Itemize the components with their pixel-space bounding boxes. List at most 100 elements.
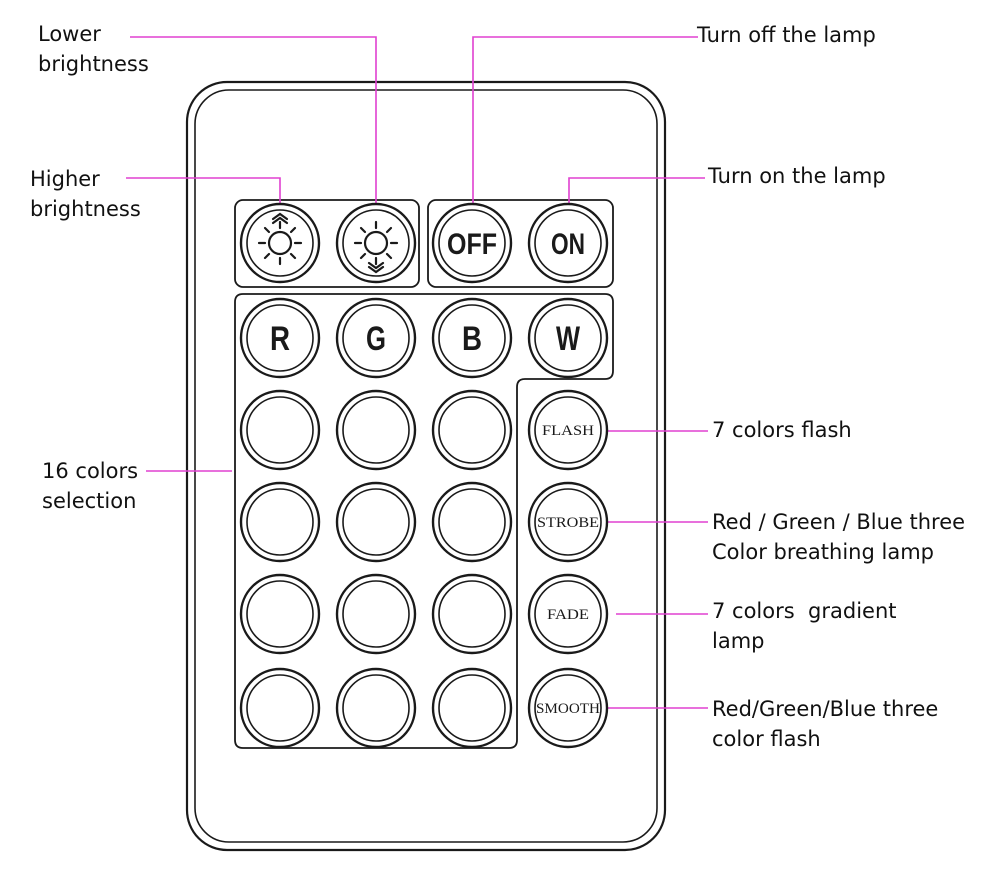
color-button-12[interactable] xyxy=(431,667,513,749)
flash-button[interactable]: FLASH xyxy=(527,389,609,471)
smooth-button-inner-ring xyxy=(534,674,602,742)
callout-lower-brightness: Lower brightness xyxy=(38,19,149,79)
color-button-7-inner-ring xyxy=(246,580,314,648)
color-button-1[interactable] xyxy=(239,389,321,471)
power-panel xyxy=(427,199,614,288)
leader-turn-off xyxy=(472,36,698,204)
callout-turn-on: Turn on the lamp xyxy=(708,161,886,191)
strobe-button-outer-ring xyxy=(527,481,609,563)
color-button-5-outer-ring xyxy=(335,481,417,563)
callout-lower-brightness-line-1: Lower xyxy=(38,22,101,46)
callout-smooth-line-2: color flash xyxy=(712,727,821,751)
color-button-4[interactable] xyxy=(239,481,321,563)
color-button-12-inner-ring xyxy=(438,674,506,742)
leader-turn-on xyxy=(568,177,705,204)
callout-turn-off-line-1: Turn off the lamp xyxy=(697,23,876,47)
color-button-3-inner-ring xyxy=(438,396,506,464)
brightness-down-inner-ring xyxy=(342,209,410,277)
r-button[interactable]: R xyxy=(239,297,321,379)
color-button-5[interactable] xyxy=(335,481,417,563)
callout-fade: 7 colors gradient lamp xyxy=(712,596,897,656)
off-button-outer-ring xyxy=(431,202,513,284)
off-button[interactable]: OFF xyxy=(431,202,513,284)
color-button-6-inner-ring xyxy=(438,488,506,556)
fade-button[interactable]: FADE xyxy=(527,573,609,655)
on-button-inner-ring xyxy=(534,209,602,277)
g-button-label: G xyxy=(366,320,386,358)
r-button-outer-ring xyxy=(239,297,321,379)
g-button-outer-ring xyxy=(335,297,417,379)
color-button-10[interactable] xyxy=(239,667,321,749)
callout-higher-brightness-line-2: brightness xyxy=(30,197,141,221)
color-button-9[interactable] xyxy=(431,573,513,655)
brightness-up-button[interactable] xyxy=(239,202,321,284)
fade-button-outer-ring xyxy=(527,573,609,655)
g-button-inner-ring xyxy=(342,304,410,372)
color-button-2-inner-ring xyxy=(342,396,410,464)
b-button[interactable]: B xyxy=(431,297,513,379)
r-button-label: R xyxy=(270,320,290,358)
callout-colors-selection-line-2: selection xyxy=(42,489,137,513)
on-button-outer-ring xyxy=(527,202,609,284)
off-button-label: OFF xyxy=(447,228,497,261)
b-button-inner-ring xyxy=(438,304,506,372)
brightness-down-outer-ring xyxy=(335,202,417,284)
callout-colors-selection-line-1: 16 colors xyxy=(42,459,139,483)
color-panel xyxy=(234,293,614,749)
remote-body xyxy=(185,80,667,852)
w-button[interactable]: W xyxy=(527,297,609,379)
color-button-4-outer-ring xyxy=(239,481,321,563)
color-button-8-inner-ring xyxy=(342,580,410,648)
color-button-10-inner-ring xyxy=(246,674,314,742)
flash-button-label: FLASH xyxy=(542,423,594,439)
color-button-1-outer-ring xyxy=(239,389,321,471)
flash-button-outer-ring xyxy=(527,389,609,471)
callout-higher-brightness-line-1: Higher xyxy=(30,167,100,191)
on-button[interactable]: ON xyxy=(527,202,609,284)
smooth-button-label: SMOOTH xyxy=(536,701,600,717)
color-button-5-inner-ring xyxy=(342,488,410,556)
b-button-outer-ring xyxy=(431,297,513,379)
color-button-6-outer-ring xyxy=(431,481,513,563)
color-button-1-inner-ring xyxy=(246,396,314,464)
callout-smooth-line-1: Red/Green/Blue three xyxy=(712,697,939,721)
color-button-8-outer-ring xyxy=(335,573,417,655)
smooth-button[interactable]: SMOOTH xyxy=(527,667,609,749)
color-button-9-outer-ring xyxy=(431,573,513,655)
w-button-outer-ring xyxy=(527,297,609,379)
color-button-8[interactable] xyxy=(335,573,417,655)
leader-lower-brightness xyxy=(130,36,377,204)
sun-arrows-down-icon xyxy=(353,220,399,274)
sun-arrows-up-icon xyxy=(257,212,303,266)
color-button-6[interactable] xyxy=(431,481,513,563)
smooth-button-outer-ring xyxy=(527,667,609,749)
color-button-7[interactable] xyxy=(239,573,321,655)
callout-fade-line-1: 7 colors gradient xyxy=(712,599,897,623)
strobe-button-label: STROBE xyxy=(537,515,599,531)
callout-fade-line-2: lamp xyxy=(712,629,765,653)
strobe-button[interactable]: STROBE xyxy=(527,481,609,563)
color-button-3-outer-ring xyxy=(431,389,513,471)
g-button[interactable]: G xyxy=(335,297,417,379)
color-button-11-outer-ring xyxy=(335,667,417,749)
color-button-2[interactable] xyxy=(335,389,417,471)
callout-strobe: Red / Green / Blue three Color breathing… xyxy=(712,507,965,567)
callout-lower-brightness-line-2: brightness xyxy=(38,52,149,76)
color-button-4-inner-ring xyxy=(246,488,314,556)
color-button-3[interactable] xyxy=(431,389,513,471)
fade-button-inner-ring xyxy=(534,580,602,648)
leader-lines xyxy=(126,36,708,709)
strobe-button-inner-ring xyxy=(534,488,602,556)
color-button-10-outer-ring xyxy=(239,667,321,749)
brightness-panel xyxy=(234,199,420,288)
flash-button-inner-ring xyxy=(534,396,602,464)
b-button-label: B xyxy=(462,320,482,358)
color-button-11-inner-ring xyxy=(342,674,410,742)
brightness-up-outer-ring xyxy=(239,202,321,284)
brightness-down-button[interactable] xyxy=(335,202,417,284)
fade-button-label: FADE xyxy=(547,607,589,623)
callout-strobe-line-2: Color breathing lamp xyxy=(712,540,934,564)
color-button-11[interactable] xyxy=(335,667,417,749)
color-button-7-outer-ring xyxy=(239,573,321,655)
r-button-inner-ring xyxy=(246,304,314,372)
